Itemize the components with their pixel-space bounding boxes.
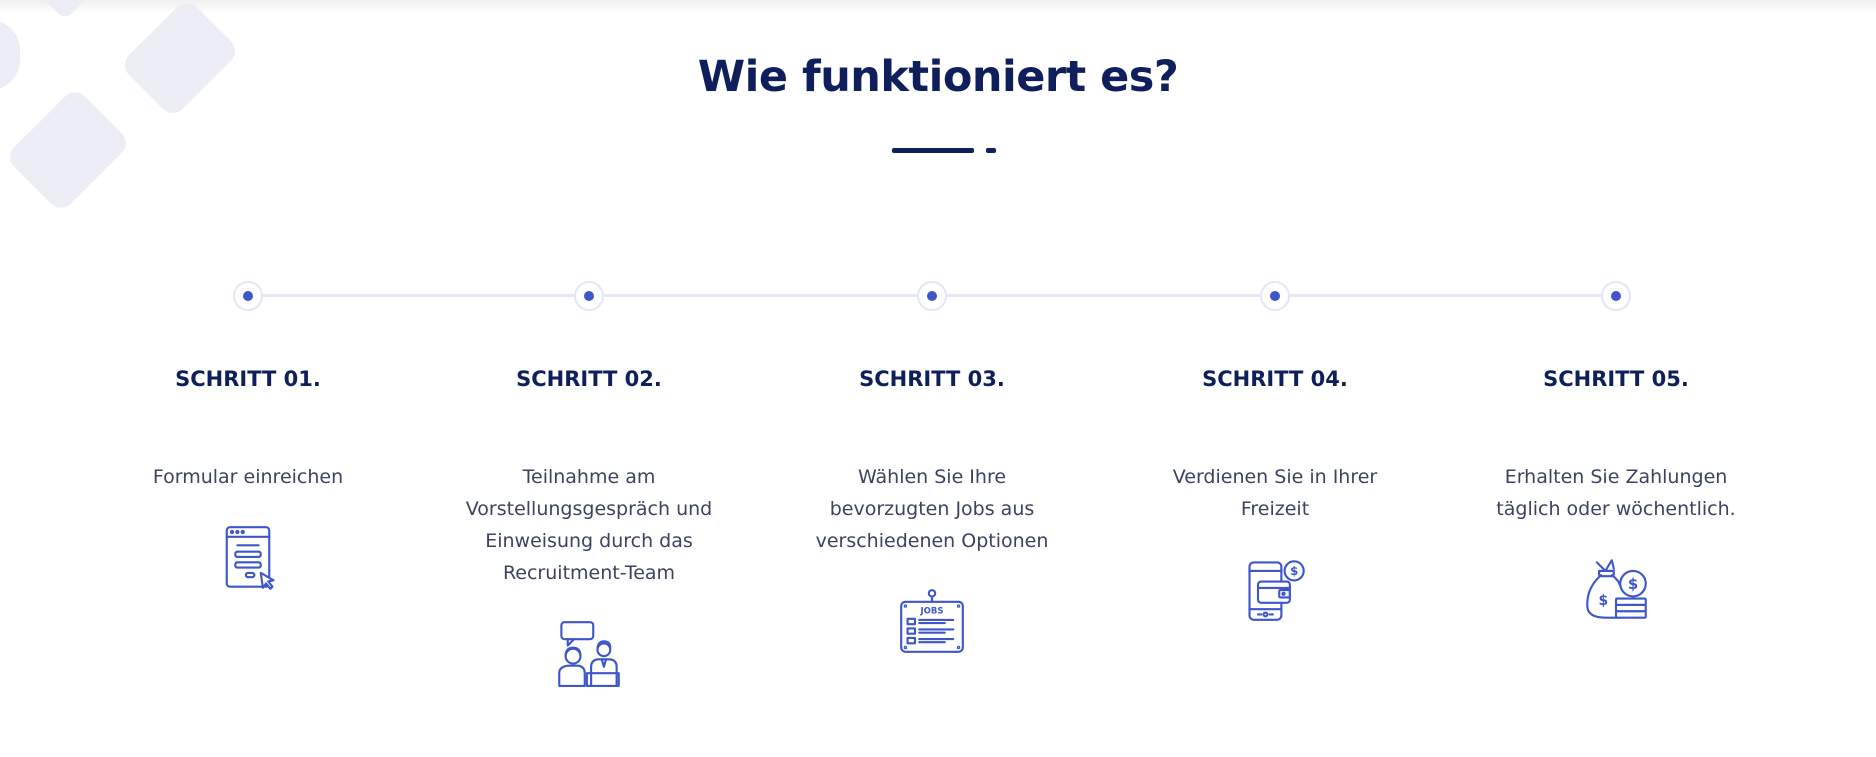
phone-wallet-icon: $	[1248, 560, 1305, 621]
section-title: Wie funktioniert es?	[697, 52, 1179, 102]
step-description: Teilnahme am Vorstellungsgespräch und Ei…	[465, 466, 713, 584]
svg-text:$: $	[1290, 564, 1298, 578]
step-description: Formular einreichen	[152, 466, 344, 488]
timeline-node-1	[233, 281, 263, 311]
timeline-node-4	[1260, 281, 1290, 311]
timeline-dot	[1611, 291, 1621, 301]
svg-text:JOBS: JOBS	[920, 607, 944, 617]
title-underline-dash	[986, 148, 996, 153]
interview-people-icon	[558, 621, 620, 687]
title-underline	[892, 148, 974, 153]
step-label: SCHRITT 03.	[859, 367, 1005, 391]
step-description: Erhalten Sie Zahlungen täglich oder wöch…	[1496, 466, 1736, 520]
step-description: Verdienen Sie in Ihrer Freizeit	[1172, 466, 1378, 520]
timeline-node-5	[1601, 281, 1631, 311]
form-cursor-icon	[225, 526, 275, 590]
money-bag-coins-icon: $ $	[1586, 559, 1647, 619]
svg-text:$: $	[1598, 593, 1608, 609]
timeline-node-2	[574, 281, 604, 311]
jobs-board-icon: JOBS	[900, 589, 964, 653]
step-label: SCHRITT 01.	[175, 367, 321, 391]
svg-text:$: $	[1628, 575, 1638, 593]
step-description: Wählen Sie Ihre bevorzugten Jobs aus ver…	[815, 466, 1049, 552]
timeline-dot	[584, 291, 594, 301]
step-label: SCHRITT 02.	[516, 367, 662, 391]
step-label: SCHRITT 05.	[1543, 367, 1689, 391]
timeline-node-3	[917, 281, 947, 311]
step-label: SCHRITT 04.	[1202, 367, 1348, 391]
timeline-dot	[243, 291, 253, 301]
header-shadow	[0, 0, 1876, 14]
timeline-dot	[1270, 291, 1280, 301]
background-decoration	[0, 0, 236, 208]
timeline-dot	[927, 291, 937, 301]
